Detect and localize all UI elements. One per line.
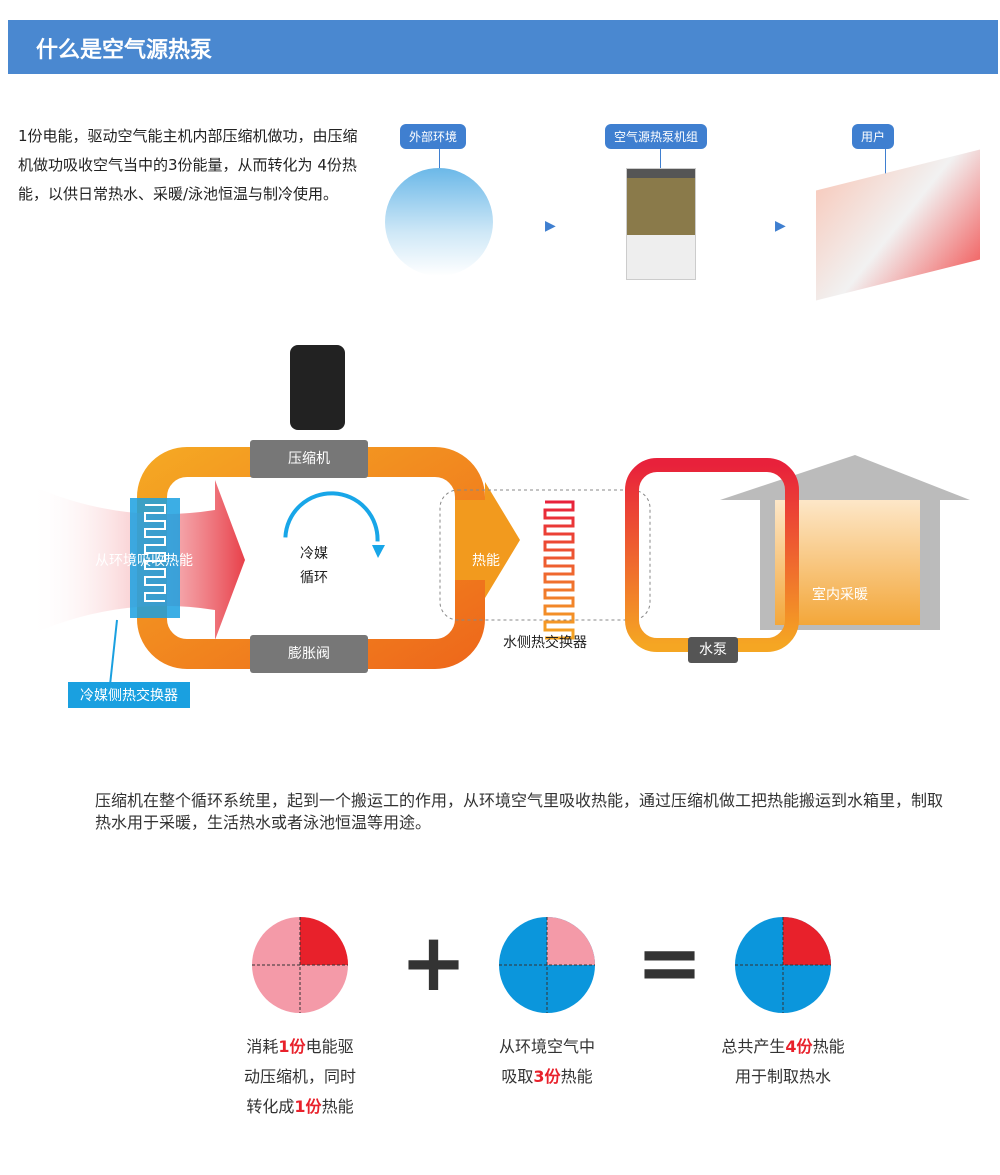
cycle-label-2: 循环 [300,570,328,586]
pie-total [735,917,831,1013]
intro-text: 1份电能，驱动空气能主机内部压缩机做功，由压缩机做功吸收空气当中的3份能量，从而… [18,127,358,203]
plus-sign: + [400,916,468,1009]
pie-electric [252,917,348,1013]
heat-arrow [455,482,520,598]
cycle-arrow [283,491,380,542]
stem [660,148,661,168]
water-heat-exchanger-box [439,489,651,621]
equals-sign: = [636,916,704,1009]
house-floorplan-image [816,149,980,301]
tag-heatpump: 空气源热泵机组 [605,124,708,149]
stem [885,148,886,174]
heat-label: 热能 [472,553,500,569]
tag-user: 用户 [852,124,895,149]
energy-equation [252,917,831,1013]
description-text: 压缩机在整个循环系统里，起到一个搬运工的作用，从环境空气里吸收热能，通过压缩机做… [95,791,944,832]
compressor-label: 压缩机 [250,440,368,478]
arrow-right-icon: ▶ [775,218,786,234]
tag-environment: 外部环境 [400,124,467,149]
caption-electric: 消耗1份电能驱 动压缩机，同时 转化成1份热能 [243,1037,356,1116]
caption-ambient: 从环境空气中 吸取3份热能 [498,1037,595,1086]
pump-label: 水泵 [688,637,738,663]
water-hx-label: 水侧热交换器 [503,635,587,651]
refrigerant-heat-exchanger [130,498,180,618]
arrow-right-icon: ▶ [545,218,556,234]
indoor-heating-label: 室内采暖 [812,587,868,603]
expansion-valve-label: 膨胀阀 [250,635,368,673]
pie-ambient [499,917,595,1013]
page-header: 什么是空气源热泵 [8,20,998,74]
stem [439,148,440,170]
heat-pump-cycle-diagram [30,345,970,686]
refrigerant-hx-label: 冷媒侧热交换器 [68,682,190,708]
absorb-label: 从环境吸收热能 [95,553,193,569]
snow-scene-image [385,168,493,276]
heatpump-unit-image [626,168,696,280]
cycle-label-1: 冷媒 [300,546,328,562]
page-title: 什么是空气源热泵 [36,38,213,63]
caption-total: 总共产生4份热能 用于制取热水 [721,1037,845,1086]
water-coil [543,500,575,640]
compressor-image [290,345,345,430]
